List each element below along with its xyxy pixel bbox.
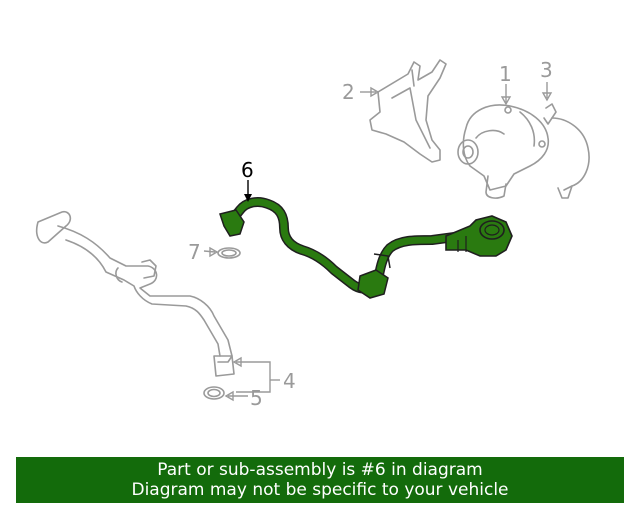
callout-2[interactable]: 2 — [342, 80, 355, 104]
callout-leaders — [203, 82, 553, 402]
callout-5[interactable]: 5 — [250, 386, 263, 410]
o-ring-part-7[interactable] — [217, 247, 241, 259]
part-info-banner: Part or sub-assembly is #6 in diagram Di… — [16, 457, 624, 503]
clamp-part-3[interactable] — [543, 103, 590, 199]
callout-3[interactable]: 3 — [540, 58, 553, 82]
water-pump-part-1[interactable] — [457, 104, 550, 199]
bracket-part-2[interactable] — [369, 59, 447, 163]
banner-line-1: Part or sub-assembly is #6 in diagram — [157, 460, 483, 480]
banner-line-2: Diagram may not be specific to your vehi… — [131, 480, 509, 500]
callout-7[interactable]: 7 — [188, 240, 201, 264]
coolant-hose-part-6[interactable] — [219, 197, 513, 299]
parts-diagram: 1 2 3 4 5 6 7 — [35, 58, 590, 410]
callout-6[interactable]: 6 — [241, 158, 254, 182]
callout-1[interactable]: 1 — [499, 62, 512, 86]
coolant-pipe-assembly[interactable] — [35, 210, 235, 377]
callout-4[interactable]: 4 — [283, 369, 296, 393]
gasket-part-5[interactable] — [203, 386, 225, 400]
